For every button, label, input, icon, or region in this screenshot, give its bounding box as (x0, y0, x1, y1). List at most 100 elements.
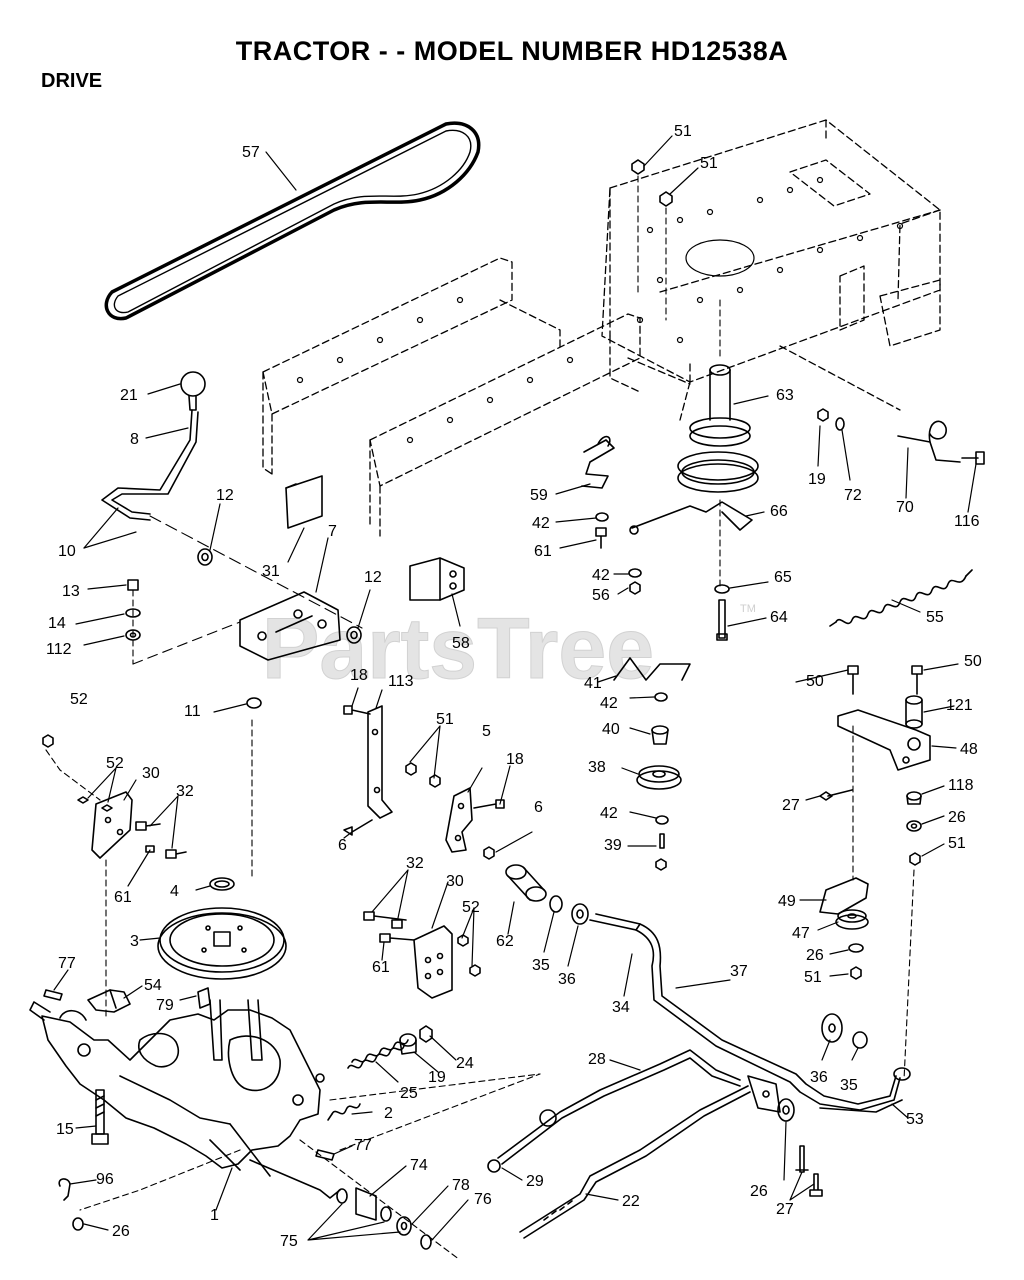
nuts-51-d (405, 762, 441, 788)
bolt-50 (847, 665, 923, 695)
callout-p26b: 26 (806, 947, 824, 964)
callout-p58: 58 (452, 635, 470, 652)
callout-p38: 38 (588, 759, 606, 776)
idler-rod-66 (629, 501, 753, 535)
spring-55 (829, 569, 973, 627)
shift-plate-7 (239, 591, 341, 661)
cross-shaft-34-37 (589, 913, 911, 1111)
callout-labels: 57 51 51 21 8 63 19 72 70 116 10 12 31 7… (46, 123, 982, 1250)
bolt-61-c (379, 933, 415, 943)
nut-52-a (42, 734, 101, 801)
washer-36-a (571, 903, 589, 925)
callout-p56: 56 (592, 587, 610, 604)
callout-p118: 118 (948, 777, 974, 794)
callout-p35a: 35 (532, 957, 550, 974)
callout-p31: 31 (262, 563, 280, 580)
brake-link-22 (519, 1085, 751, 1239)
callout-p1: 1 (210, 1207, 219, 1224)
callout-p8: 8 (130, 431, 139, 448)
pulley-63 (677, 299, 759, 591)
transaxle-pulley-3 (157, 719, 287, 980)
callout-p51c: 51 (436, 711, 454, 728)
watermark-tm: TM (740, 603, 756, 615)
callout-p48: 48 (960, 741, 978, 758)
bolts-32-a (135, 821, 187, 859)
spacer-121 (905, 695, 923, 729)
washer-42-b (628, 568, 642, 578)
callout-p54: 54 (144, 977, 162, 994)
callout-p55: 55 (926, 609, 944, 626)
callout-p75: 75 (280, 1233, 298, 1250)
washer-42-d (655, 815, 669, 825)
callout-p7: 7 (328, 523, 337, 540)
callout-p32a: 32 (176, 783, 194, 800)
callout-p29: 29 (526, 1173, 544, 1190)
callout-p41: 41 (584, 675, 602, 692)
callout-p32b: 32 (406, 855, 424, 872)
callout-p42c: 42 (600, 695, 618, 712)
bolt-stack-13-14-112 (125, 579, 241, 665)
bolt-6-a (343, 819, 373, 836)
belt-guide-49 (819, 877, 869, 915)
callout-p30a: 30 (142, 765, 160, 782)
pin-96 (58, 1178, 71, 1201)
callout-p26d: 26 (112, 1223, 130, 1240)
spring-25 (347, 1039, 409, 1069)
callout-p50b: 50 (964, 653, 982, 670)
shift-knob-21 (180, 371, 206, 411)
callout-p42b: 42 (592, 567, 610, 584)
callout-p53: 53 (906, 1111, 924, 1128)
callout-p22: 22 (622, 1193, 640, 1210)
washer-26-d (72, 1217, 84, 1231)
bolt-116 (961, 451, 985, 465)
section-title: DRIVE (41, 70, 103, 92)
callout-p6b: 6 (338, 837, 347, 854)
washer-26-b (848, 943, 864, 953)
bushing-40 (651, 725, 669, 745)
bracket-31 (285, 475, 323, 529)
callout-p61b: 61 (114, 889, 132, 906)
callout-p27a: 27 (782, 797, 800, 814)
washer-11 (246, 697, 262, 709)
pin-29 (487, 1159, 501, 1173)
bushing-79 (197, 987, 211, 1009)
link-70 (897, 420, 961, 463)
callout-p30b: 30 (446, 873, 464, 890)
washer-42-a (595, 512, 609, 522)
idler-pulley-47 (835, 909, 869, 930)
callout-p77a: 77 (58, 955, 76, 972)
callout-p65: 65 (774, 569, 792, 586)
bolts-32-b (363, 911, 407, 929)
callout-p11: 11 (184, 703, 201, 720)
callout-p64: 64 (770, 609, 788, 626)
callout-p18b: 18 (506, 751, 524, 768)
callout-p4: 4 (170, 883, 179, 900)
bolt-18-a (343, 705, 371, 715)
retaining-ring-4 (209, 877, 235, 891)
key-77-b (315, 1149, 335, 1161)
callout-p36a: 36 (558, 971, 576, 988)
callout-p79: 79 (156, 997, 174, 1014)
callout-p52c: 52 (462, 899, 480, 916)
callout-p28: 28 (588, 1051, 606, 1068)
drive-belt-57 (104, 121, 481, 321)
bolt-39 (655, 833, 667, 871)
nuts-52-c (457, 934, 481, 977)
callout-p19b: 19 (428, 1069, 446, 1086)
callout-p14: 14 (48, 615, 66, 632)
bolt-61-a (595, 527, 607, 549)
key-77-a (43, 989, 63, 1001)
callout-p49: 49 (778, 893, 796, 910)
callout-p42a: 42 (532, 515, 550, 532)
washer-36-b (821, 1013, 843, 1043)
callout-p10: 10 (58, 543, 76, 560)
callout-p27b: 27 (776, 1201, 794, 1218)
callout-p78: 78 (452, 1177, 470, 1194)
callout-p112: 112 (46, 641, 72, 658)
washer-12 (197, 548, 362, 644)
diagram-title: TRACTOR - - MODEL NUMBER HD12538A (235, 36, 789, 66)
callout-p51a: 51 (674, 123, 692, 140)
callout-p113: 113 (388, 673, 414, 690)
callout-p35b: 35 (840, 1077, 858, 1094)
nut-24 (419, 1025, 433, 1043)
